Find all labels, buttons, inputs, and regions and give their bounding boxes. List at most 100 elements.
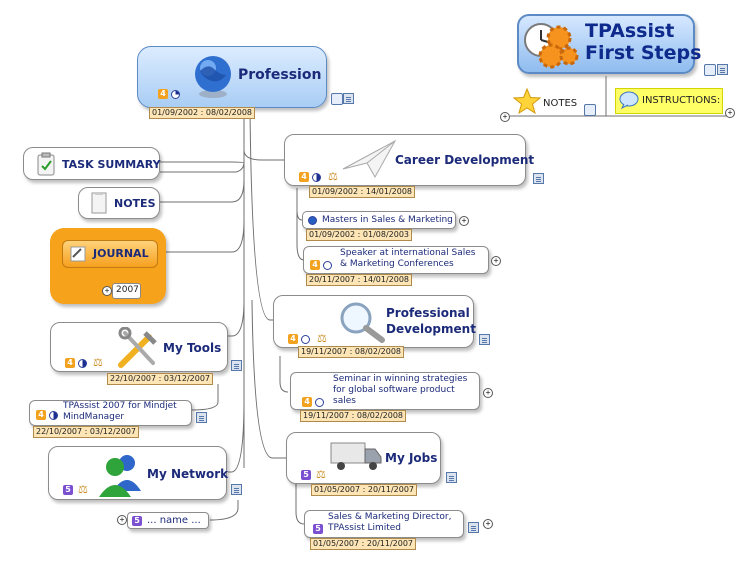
- note-icon[interactable]: [446, 472, 457, 483]
- expand-toggle[interactable]: +: [483, 388, 493, 398]
- masters-dates: 01/09/2002 : 01/08/2003: [306, 229, 412, 241]
- career-item-speaker[interactable]: Speaker at international Sales & Marketi…: [303, 246, 489, 274]
- root-dates: 01/09/2002 : 08/02/2008: [149, 107, 255, 119]
- note-icon[interactable]: [196, 412, 207, 423]
- hyperlink-icon[interactable]: [584, 104, 596, 116]
- my-jobs-dates: 01/05/2007 : 20/11/2007: [311, 484, 417, 496]
- priority-badge: 5: [132, 516, 142, 526]
- note-icon[interactable]: [533, 173, 544, 184]
- root-node-profession[interactable]: Profession 4: [137, 46, 327, 108]
- network-item-node[interactable]: 5 ... name ...: [127, 512, 209, 529]
- my-tools-label: My Tools: [163, 341, 222, 355]
- document-icon: [91, 192, 107, 214]
- professional-dates: 19/11/2007 : 08/02/2008: [298, 346, 404, 358]
- seminar-line1: Seminar in winning strategies: [333, 374, 468, 384]
- page-title: Profession: [238, 67, 322, 83]
- network-item-label: ... name ...: [147, 515, 201, 526]
- hyperlink-icon[interactable]: [331, 93, 343, 105]
- expand-toggle[interactable]: +: [483, 519, 493, 529]
- priority-badge: 4: [299, 172, 309, 182]
- clipboard-check-icon: [37, 152, 55, 176]
- my-tools-node[interactable]: My Tools 4 ⚖: [50, 322, 228, 372]
- job-item-dates: 01/05/2007 : 20/11/2007: [310, 538, 416, 550]
- scales-icon: ⚖: [328, 170, 338, 183]
- paper-plane-icon: [342, 139, 397, 179]
- logo-line2: First Steps: [585, 42, 702, 64]
- logo-line1: TPAssist: [585, 20, 675, 42]
- professional-label-line1: Professional: [386, 306, 470, 320]
- journal-inner: JOURNAL: [62, 240, 158, 268]
- journal-icon: [70, 246, 86, 262]
- scales-icon: ⚖: [317, 332, 327, 345]
- priority-badge: 5: [313, 524, 323, 534]
- task-summary-label: TASK SUMMARY: [62, 158, 161, 171]
- scales-icon: ⚖: [316, 468, 326, 481]
- hyperlink-icon[interactable]: [704, 64, 716, 76]
- logo-notes-label[interactable]: NOTES: [543, 98, 578, 109]
- career-label: Career Development: [395, 153, 535, 167]
- notes-label: NOTES: [114, 197, 156, 210]
- professional-label-line2: Development: [386, 322, 476, 336]
- progress-icon: [315, 398, 324, 407]
- priority-badge: 4: [288, 334, 298, 344]
- tool-item-line1: TPAssist 2007 for Mindjet: [63, 401, 177, 411]
- tool-item-dates: 22/10/2007 : 03/12/2007: [33, 426, 139, 438]
- seminar-node[interactable]: Seminar in winning strategies for global…: [290, 372, 480, 410]
- priority-badge: 4: [310, 260, 320, 270]
- priority-badge: 4: [65, 358, 75, 368]
- note-icon[interactable]: [717, 64, 728, 75]
- my-jobs-node[interactable]: My Jobs 5 ⚖: [286, 432, 441, 484]
- job-item-node[interactable]: 5 Sales & Marketing Director, TPAssist L…: [304, 510, 464, 538]
- professional-node[interactable]: Professional Development 4 ⚖: [273, 295, 476, 348]
- priority-badge: 4: [36, 410, 46, 420]
- job-item-line1: Sales & Marketing Director,: [328, 512, 452, 522]
- note-icon[interactable]: [231, 360, 242, 371]
- priority-badge: 4: [302, 397, 312, 407]
- scales-icon: ⚖: [78, 483, 88, 496]
- expand-toggle[interactable]: +: [491, 256, 501, 266]
- instructions-node[interactable]: INSTRUCTIONS:: [615, 88, 723, 114]
- scales-icon: ⚖: [93, 356, 103, 369]
- expand-toggle[interactable]: +: [459, 216, 469, 226]
- expand-toggle[interactable]: +: [117, 515, 127, 525]
- gears-clock-icon: [524, 23, 579, 69]
- logo-node[interactable]: TPAssist First Steps: [517, 14, 701, 74]
- globe-icon: [195, 56, 231, 98]
- notes-node[interactable]: NOTES: [78, 187, 160, 219]
- career-item-masters[interactable]: Masters in Sales & Marketing: [302, 211, 456, 229]
- seminar-dates: 19/11/2007 : 08/02/2008: [300, 410, 406, 422]
- expand-toggle[interactable]: +: [102, 286, 112, 296]
- note-icon[interactable]: [468, 522, 479, 533]
- journal-label: JOURNAL: [93, 247, 149, 260]
- expand-toggle[interactable]: +: [725, 108, 735, 118]
- job-item-line2: TPAssist Limited: [328, 523, 402, 533]
- progress-icon: [301, 335, 310, 344]
- tools-icon: [118, 327, 157, 368]
- expand-toggle[interactable]: +: [500, 112, 510, 122]
- instructions-label: INSTRUCTIONS:: [642, 95, 721, 106]
- speaker-line1: Speaker at international Sales: [340, 248, 476, 258]
- my-network-node[interactable]: My Network 5 ⚖: [48, 446, 229, 500]
- priority-badge: 4: [158, 89, 168, 99]
- progress-icon: [312, 173, 321, 182]
- my-tools-dates: 22/10/2007 : 03/12/2007: [107, 373, 213, 385]
- magnifier-icon: [340, 302, 385, 343]
- note-icon[interactable]: [343, 93, 354, 104]
- tool-item-line2: MindManager: [63, 412, 125, 422]
- progress-icon: [323, 261, 332, 270]
- note-icon[interactable]: [479, 334, 490, 345]
- tool-item-node[interactable]: 4 TPAssist 2007 for Mindjet MindManager: [29, 400, 192, 426]
- progress-icon: [49, 411, 58, 420]
- journal-child-node[interactable]: 2007: [112, 283, 141, 299]
- journal-child-label: 2007: [116, 285, 139, 295]
- priority-badge: 5: [301, 470, 311, 480]
- priority-badge: 5: [63, 485, 73, 495]
- speech-bubble-icon: [619, 91, 639, 109]
- note-icon[interactable]: [231, 484, 242, 495]
- task-summary-node[interactable]: TASK SUMMARY: [23, 147, 161, 180]
- truck-icon: [330, 442, 382, 470]
- my-network-label: My Network: [147, 467, 229, 481]
- career-node[interactable]: Career Development 4 ⚖: [284, 134, 534, 186]
